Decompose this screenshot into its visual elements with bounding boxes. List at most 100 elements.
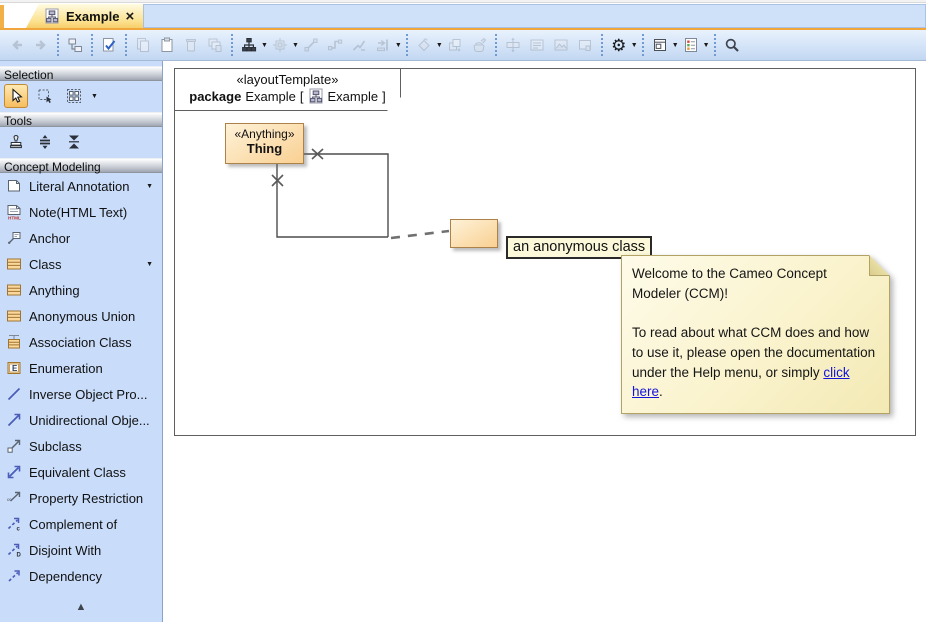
palette-item-disjoint-with[interactable]: D Disjoint With — [0, 537, 162, 563]
reset-label-positions-icon[interactable] — [371, 33, 395, 57]
diagram-icon — [308, 88, 324, 104]
section-header-concept-modeling[interactable]: Concept Modeling — [0, 158, 162, 174]
fill-color-caret-icon[interactable]: ▼ — [435, 41, 443, 49]
options-gear-icon[interactable]: ⚙ — [611, 35, 627, 55]
show-text-icon[interactable] — [525, 33, 549, 57]
palette-item-anonymous-union[interactable]: Anonymous Union — [0, 303, 162, 329]
clear-formatting-icon[interactable] — [467, 33, 491, 57]
note-icon — [8, 180, 20, 192]
related-elements-icon[interactable] — [268, 33, 292, 57]
toolbar-separator — [405, 34, 408, 56]
related-elements-caret-icon[interactable]: ▼ — [291, 41, 299, 49]
palette-item-anything[interactable]: Anything — [0, 277, 162, 303]
toolbar-separator — [125, 34, 127, 56]
marquee-select-icon — [38, 89, 52, 103]
window-layout-caret-icon[interactable]: ▼ — [671, 41, 679, 49]
palette-item-subclass[interactable]: Subclass — [0, 433, 162, 459]
frame-stereotype: «layoutTemplate» — [236, 72, 339, 87]
insert-image-icon[interactable] — [549, 33, 573, 57]
palette-item-enumeration[interactable]: E Enumeration — [0, 355, 162, 381]
note-paragraph-1: Welcome to the Cameo Concept Modeler (CC… — [632, 266, 827, 301]
diagram-canvas[interactable]: «layoutTemplate» package Example [ Examp… — [164, 61, 926, 622]
thing-stereotype: «Anything» — [234, 127, 295, 141]
frame-ref-name: Example — [327, 88, 379, 104]
class-icon — [7, 310, 21, 322]
delete-from-diagram-icon[interactable] — [203, 33, 227, 57]
options-gear-caret-icon[interactable]: ▼ — [630, 41, 638, 49]
oblique-line-icon[interactable] — [347, 33, 371, 57]
rectilinear-line-icon[interactable] — [323, 33, 347, 57]
literal-annotation-caret-icon[interactable]: ▼ — [146, 182, 153, 190]
paste-icon[interactable] — [155, 33, 179, 57]
back-icon[interactable] — [5, 33, 29, 57]
legend-caret-icon[interactable]: ▼ — [702, 41, 710, 49]
palette-scroll-up-icon[interactable]: ▲ — [75, 601, 87, 613]
zoom-magnifier-icon[interactable] — [720, 33, 744, 57]
straight-line-icon[interactable] — [299, 33, 323, 57]
selection-tools-row: ▼ — [0, 81, 162, 112]
window-layout-icon[interactable] — [648, 33, 672, 57]
enumeration-icon: E — [7, 362, 21, 374]
delete-icon[interactable] — [179, 33, 203, 57]
palette-item-note-html[interactable]: HTML Note(HTML Text) — [7, 204, 128, 220]
click-here-link[interactable]: click here — [632, 364, 850, 400]
palette-item-equivalent-class[interactable]: Equivalent Class — [0, 459, 162, 485]
class-caret-icon[interactable]: ▼ — [146, 260, 153, 268]
copy-icon[interactable] — [131, 33, 155, 57]
tab-bar-left-edge — [0, 5, 4, 28]
reset-label-caret-icon[interactable]: ▼ — [394, 41, 402, 49]
palette-item-dependency[interactable]: Dependency — [0, 563, 162, 589]
vertical-compression-tool-button[interactable] — [62, 130, 86, 154]
validate-diagram-icon[interactable] — [97, 33, 121, 57]
fill-color-icon[interactable] — [412, 33, 436, 57]
palette-item-complement-of[interactable]: c Complement of — [0, 511, 162, 537]
line-icon — [7, 387, 21, 401]
complement-icon: c — [7, 517, 21, 532]
quick-layout-caret-icon[interactable]: ▼ — [261, 41, 268, 49]
palette-item-property-restriction[interactable]: ∞ Property Restriction — [7, 490, 144, 506]
multi-select-tool-button[interactable] — [62, 84, 86, 108]
welcome-note[interactable]: Welcome to the Cameo Concept Modeler (CC… — [621, 255, 890, 414]
pointer-tool-button[interactable] — [4, 84, 28, 108]
window-top-strip — [0, 0, 926, 3]
note-text: Welcome to the Cameo Concept Modeler (CC… — [621, 255, 890, 414]
association-class-icon — [8, 335, 20, 349]
palette-item-association-class[interactable]: Association Class — [0, 329, 162, 355]
marquee-select-tool-button[interactable] — [33, 84, 57, 108]
palette-item-literal-annotation[interactable]: Literal Annotation ▼ — [0, 173, 162, 199]
forward-icon[interactable] — [29, 33, 53, 57]
diagram-frame[interactable]: «layoutTemplate» package Example [ Examp… — [174, 68, 916, 436]
vertical-separation-tool-button[interactable] — [33, 130, 57, 154]
anonymous-class-box[interactable] — [450, 219, 498, 248]
legend-icon[interactable] — [679, 33, 703, 57]
tab-close-icon[interactable]: × — [125, 7, 135, 25]
palette-item-anchor[interactable]: Anchor — [0, 225, 162, 251]
quick-layout-icon[interactable] — [237, 33, 261, 57]
tools-row — [0, 127, 162, 158]
section-header-tools[interactable]: Tools — [0, 112, 162, 128]
note-paper — [621, 255, 890, 414]
equivalent-icon — [7, 465, 21, 479]
stamp-tool-button[interactable] — [4, 130, 28, 154]
dependency-icon — [8, 570, 20, 582]
tab-bar: Example × — [0, 3, 926, 30]
thing-class-box[interactable]: «Anything» Thing — [225, 123, 304, 164]
tab-example[interactable]: Example × — [26, 4, 144, 28]
subclass-icon — [7, 439, 21, 453]
diagram-frame-header[interactable]: «layoutTemplate» package Example [ Examp… — [174, 68, 401, 111]
make-same-size-icon[interactable] — [501, 33, 525, 57]
concept-modeling-list: Literal Annotation ▼ HTML Note(HTML Text… — [0, 173, 162, 589]
palette-item-unidirectional-object-property[interactable]: Unidirectional Obje... — [0, 407, 162, 433]
show-on-screen-icon[interactable] — [573, 33, 597, 57]
containment-tree-icon[interactable] — [63, 33, 87, 57]
toolbar-separator — [600, 34, 603, 56]
property-restriction-icon: ∞ — [7, 491, 21, 504]
multi-select-caret-icon[interactable]: ▼ — [91, 92, 98, 100]
palette-item-inverse-object-property[interactable]: Inverse Object Pro... — [0, 381, 162, 407]
palette-sidebar: Selection ▼ Tools — [0, 61, 163, 622]
palette-item-class[interactable]: Class ▼ — [0, 251, 162, 277]
bring-to-front-icon[interactable] — [443, 33, 467, 57]
tab-title: Example — [66, 8, 120, 24]
section-header-selection[interactable]: Selection — [0, 66, 162, 82]
anonymous-class-label[interactable]: an anonymous class — [506, 236, 653, 259]
